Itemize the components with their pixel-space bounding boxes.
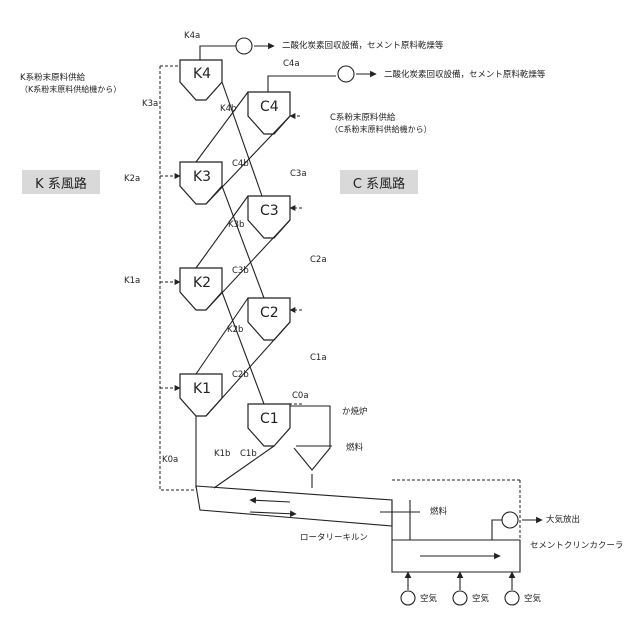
unit-label-c1: C1 — [260, 411, 279, 427]
exhaust-c4 — [268, 76, 336, 92]
annotation-c-feed-2: （C系粉末原料供給機から） — [330, 124, 432, 134]
fan-air-1-icon — [401, 591, 415, 605]
annotation-co2-top: 二酸化炭素回収設備，セメント原料乾燥等 — [282, 40, 444, 51]
clinker-cooler — [392, 520, 520, 590]
duct-k3-to-c4 — [196, 92, 248, 162]
label-k4b: K4b — [220, 104, 236, 114]
fans — [236, 38, 519, 605]
fan-air-3-icon — [505, 591, 519, 605]
label-c2b: C2b — [232, 370, 249, 380]
annotation-co2-mid: 二酸化炭素回収設備，セメント原料乾燥等 — [384, 69, 546, 80]
label-k1a: K1a — [124, 276, 140, 286]
label-k4a: K4a — [184, 31, 200, 41]
annotation-air-2: 空気 — [472, 593, 490, 604]
label-k3a: K3a — [142, 99, 158, 109]
calciner-unit — [290, 406, 332, 488]
fan-k4-icon — [236, 38, 252, 54]
label-k1b: K1b — [214, 449, 230, 459]
label-c4b: C4b — [232, 159, 249, 169]
route-k-bypass — [160, 66, 196, 490]
unit-label-c2: C2 — [260, 305, 279, 321]
duct-c1-to-k2 — [222, 292, 264, 404]
unit-label-c4: C4 — [260, 99, 279, 115]
duct-k2-to-c3 — [196, 196, 248, 268]
annotation-air-1: 空気 — [420, 593, 438, 604]
duct-c2-to-k1 — [206, 322, 290, 416]
fan-air-2-icon — [453, 591, 467, 605]
kiln-inner-flow-bottom — [250, 512, 296, 514]
label-c4a: C4a — [283, 59, 300, 69]
label-c2a: C2a — [310, 255, 327, 265]
label-c3a: C3a — [290, 169, 307, 179]
duct-c3-to-k4 — [222, 82, 262, 196]
unit-label-c3: C3 — [260, 203, 279, 219]
exhaust-k4 — [200, 46, 236, 60]
annotation-cooler: セメントクリンカクーラ — [530, 541, 623, 551]
kiln-firing-hood — [392, 500, 410, 540]
label-k2b: K2b — [227, 325, 243, 335]
label-c1a: C1a — [310, 353, 327, 363]
annotation-k-feed-1: K系粉末原料供給 — [20, 72, 86, 83]
label-c0a: C0a — [292, 391, 309, 401]
label-k3b: K3b — [228, 220, 244, 230]
label-c3b: C3b — [232, 266, 249, 276]
fan-c4-icon — [338, 66, 354, 82]
kiln-shell — [196, 486, 392, 526]
annotation-rotary-kiln: ロータリーキルン — [300, 533, 368, 543]
annotations: 二酸化炭素回収設備，セメント原料乾燥等 二酸化炭素回収設備，セメント原料乾燥等 … — [20, 40, 623, 604]
label-c1b: C1b — [240, 449, 257, 459]
unit-label-k4: K4 — [193, 66, 211, 82]
rotary-kiln — [196, 486, 420, 540]
label-k2a: K2a — [124, 174, 140, 184]
label-k0a: K0a — [162, 455, 178, 465]
line-labels: K4a C4a K3a K4b C4b C3a K2a K3b C2a K1a … — [124, 31, 327, 465]
annotation-c-feed-1: C系粉末原料供給 — [330, 112, 396, 123]
annotation-air-3: 空気 — [524, 593, 542, 604]
cooler-outlet — [492, 520, 502, 540]
unit-label-k2: K2 — [193, 275, 211, 291]
annotation-k-feed-2: （K系粉末原料供給機から） — [20, 84, 121, 94]
annotation-fuel-kiln: 燃料 — [430, 506, 448, 517]
duct-c3-to-k2 — [206, 220, 290, 310]
annotation-atmosphere: 大気放出 — [546, 514, 580, 525]
calciner-body — [290, 406, 330, 470]
fan-cooler-icon — [502, 512, 518, 528]
annotation-calciner: か焼炉 — [342, 406, 368, 417]
annotation-fuel-calciner: 燃料 — [346, 442, 364, 453]
kiln-inner-flow-top — [250, 500, 290, 502]
unit-label-k3: K3 — [193, 169, 211, 185]
unit-label-k1: K1 — [193, 381, 211, 397]
